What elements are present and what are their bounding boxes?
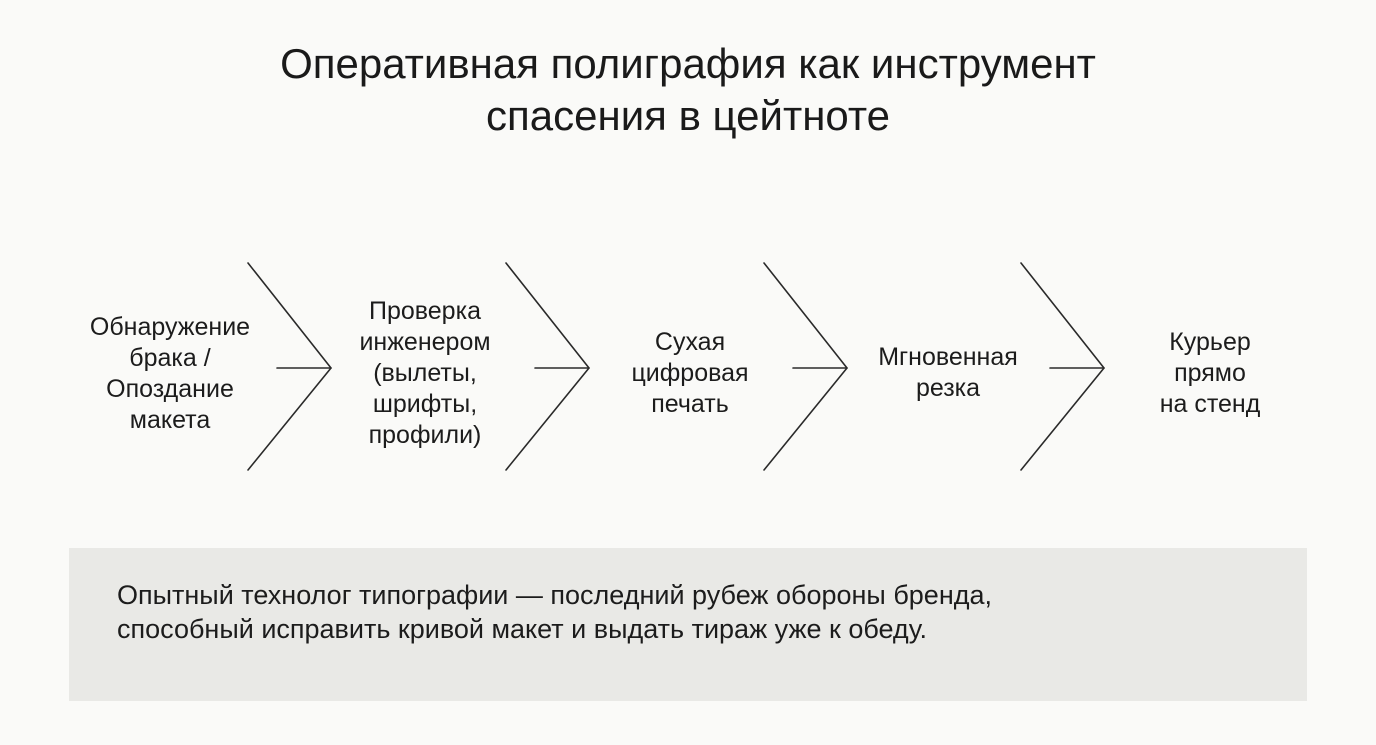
step-5-line-3: на стенд bbox=[1159, 390, 1261, 418]
chevron-arrow-4 bbox=[1020, 262, 1105, 471]
step-engineer-check: Проверка инженером (вылеты, шрифты, проф… bbox=[330, 296, 520, 451]
step-1-line-1: Обнаружение bbox=[89, 313, 251, 341]
summary-note-line-1: Опытный технолог типографии — последний … bbox=[117, 580, 993, 610]
summary-note-text: Опытный технолог типографии — последний … bbox=[117, 578, 992, 646]
step-3-line-1: Сухая bbox=[654, 328, 726, 356]
step-1-line-4: макета bbox=[129, 406, 211, 434]
chevron-arrow-2 bbox=[505, 262, 590, 471]
summary-note: Опытный технолог типографии — последний … bbox=[69, 548, 1307, 701]
step-digital-print: Сухая цифровая печать bbox=[600, 327, 780, 420]
step-5-line-1: Курьер bbox=[1169, 328, 1251, 356]
step-3-line-2: цифровая bbox=[631, 359, 749, 387]
step-4-line-1: Мгновенная bbox=[878, 343, 1018, 371]
title-line-2: спасения в цейтноте bbox=[486, 92, 890, 139]
title-line-1: Оперативная полиграфия как инструмент bbox=[280, 40, 1096, 87]
step-2-line-5: профили) bbox=[368, 421, 482, 449]
step-3-line-3: печать bbox=[651, 390, 729, 418]
diagram-title: Оперативная полиграфия как инструмент сп… bbox=[0, 38, 1376, 142]
step-1-line-2: брака / bbox=[129, 344, 211, 372]
step-courier-delivery: Курьер прямо на стенд bbox=[1130, 327, 1290, 420]
summary-note-line-2: способный исправить кривой макет и выдат… bbox=[117, 614, 927, 644]
chevron-arrow-3 bbox=[763, 262, 848, 471]
step-instant-cut: Мгновенная резка bbox=[848, 342, 1048, 404]
step-5-line-2: прямо bbox=[1174, 359, 1246, 387]
chevron-arrow-1 bbox=[247, 262, 332, 471]
step-2-line-2: инженером bbox=[359, 328, 491, 356]
step-2-line-1: Проверка bbox=[369, 297, 481, 325]
step-defect-detection: Обнаружение брака / Опоздание макета bbox=[60, 312, 280, 436]
step-2-line-3: (вылеты, bbox=[373, 359, 477, 387]
step-1-line-3: Опоздание bbox=[106, 375, 234, 403]
flow-connectors bbox=[247, 262, 1105, 471]
step-2-line-4: шрифты, bbox=[372, 390, 478, 418]
step-4-line-2: резка bbox=[915, 374, 981, 402]
process-flow: Обнаружение брака / Опоздание макета Про… bbox=[0, 255, 1376, 480]
